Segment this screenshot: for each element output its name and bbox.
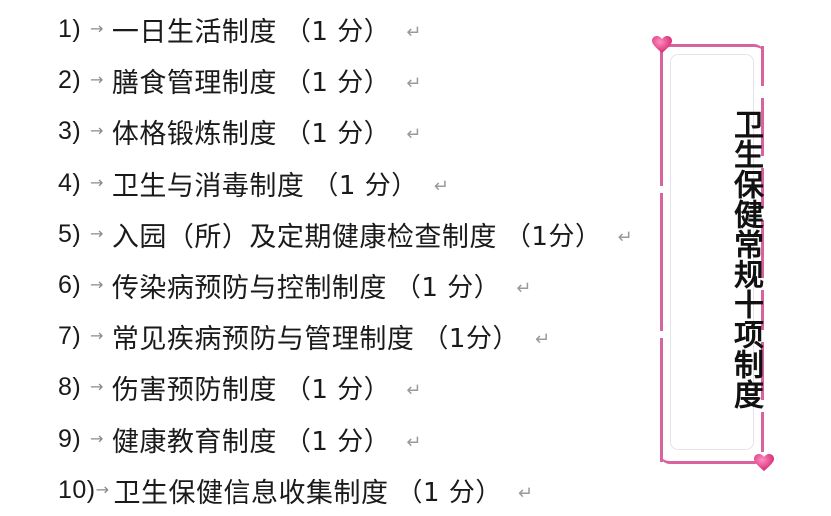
- heart-icon: [652, 36, 672, 54]
- item-text: 常见疾病预防与管理制度: [111, 324, 415, 356]
- item-score: （1 分）: [284, 375, 391, 406]
- item-text: 卫生与消毒制度: [111, 170, 305, 202]
- item-score: （1分）: [504, 221, 602, 252]
- heart-icon: [754, 454, 774, 472]
- item-number: 4): [58, 168, 82, 197]
- list-item: 1) → 一日生活制度 （1 分） ↵: [58, 4, 633, 55]
- paragraph-mark-icon: ↵: [517, 482, 534, 504]
- tab-arrow-icon: →: [95, 479, 110, 499]
- paragraph-mark-icon: ↵: [406, 380, 422, 402]
- item-score: （1 分）: [284, 17, 391, 48]
- list-item: 5) → 入园（所）及定期健康检查制度 （1分） ↵: [58, 209, 633, 260]
- item-text: 健康教育制度: [111, 426, 277, 458]
- item-text: 一日生活制度: [111, 17, 277, 49]
- item-number: 2): [58, 66, 82, 95]
- item-score: （1 分）: [284, 68, 391, 99]
- item-number: 8): [58, 373, 82, 402]
- item-score: （1 分）: [284, 426, 391, 457]
- list-item: 4) → 卫生与消毒制度 （1 分） ↵: [58, 158, 633, 209]
- item-score: （1 分）: [396, 477, 502, 508]
- card-title: 卫生保健常规十项制度: [728, 109, 763, 409]
- item-number: 5): [58, 219, 82, 248]
- list-item: 8) → 伤害预防制度 （1 分） ↵: [58, 362, 633, 413]
- item-score: （1 分）: [284, 119, 391, 150]
- item-score: （1分）: [422, 324, 519, 355]
- item-text: 伤害预防制度: [111, 375, 277, 407]
- tab-arrow-icon: →: [90, 428, 104, 448]
- item-text: 传染病预防与控制制度: [111, 273, 387, 305]
- paragraph-mark-icon: ↵: [534, 329, 551, 351]
- list-item: 6) → 传染病预防与控制制度 （1 分） ↵: [58, 260, 633, 311]
- tab-arrow-icon: →: [90, 172, 104, 192]
- paragraph-mark-icon: ↵: [406, 73, 422, 95]
- paragraph-mark-icon: ↵: [617, 226, 634, 248]
- paragraph-mark-icon: ↵: [433, 175, 450, 197]
- item-number: 9): [58, 424, 82, 453]
- card-right-border: [761, 46, 764, 462]
- item-text: 卫生保健信息收集制度: [113, 477, 389, 509]
- card-frame: [660, 44, 764, 464]
- item-number: 1): [58, 15, 82, 44]
- item-text: 膳食管理制度: [111, 68, 277, 100]
- paragraph-mark-icon: ↵: [406, 22, 422, 44]
- tab-arrow-icon: →: [90, 377, 104, 397]
- tab-arrow-icon: →: [90, 326, 104, 346]
- tab-arrow-icon: →: [90, 121, 104, 141]
- tab-arrow-icon: →: [90, 275, 104, 295]
- tab-arrow-icon: →: [90, 70, 104, 90]
- title-card: 卫生保健常规十项制度: [652, 36, 774, 471]
- tab-arrow-icon: →: [90, 223, 104, 243]
- item-score: （1 分）: [394, 273, 501, 304]
- tab-arrow-icon: →: [90, 19, 104, 39]
- paragraph-mark-icon: ↵: [406, 124, 422, 146]
- item-number: 10): [58, 475, 96, 504]
- item-text: 体格锻炼制度: [111, 119, 277, 151]
- item-number: 6): [58, 271, 82, 300]
- item-score: （1 分）: [312, 170, 418, 201]
- card-inner-panel: [670, 54, 754, 450]
- list-item: 7) → 常见疾病预防与管理制度 （1分） ↵: [58, 311, 633, 362]
- list-item: 10) → 卫生保健信息收集制度 （1 分） ↵: [58, 465, 633, 516]
- item-text: 入园（所）及定期健康检查制度: [111, 221, 497, 253]
- card-left-border: [660, 46, 663, 462]
- list-item: 3) → 体格锻炼制度 （1 分） ↵: [58, 106, 633, 157]
- paragraph-mark-icon: ↵: [406, 431, 422, 453]
- paragraph-mark-icon: ↵: [516, 278, 532, 300]
- list-item: 9) → 健康教育制度 （1 分） ↵: [58, 414, 633, 465]
- item-number: 3): [58, 117, 82, 146]
- system-list: 1) → 一日生活制度 （1 分） ↵ 2) → 膳食管理制度 （1 分） ↵ …: [58, 4, 633, 516]
- list-item: 2) → 膳食管理制度 （1 分） ↵: [58, 55, 633, 106]
- item-number: 7): [58, 322, 82, 351]
